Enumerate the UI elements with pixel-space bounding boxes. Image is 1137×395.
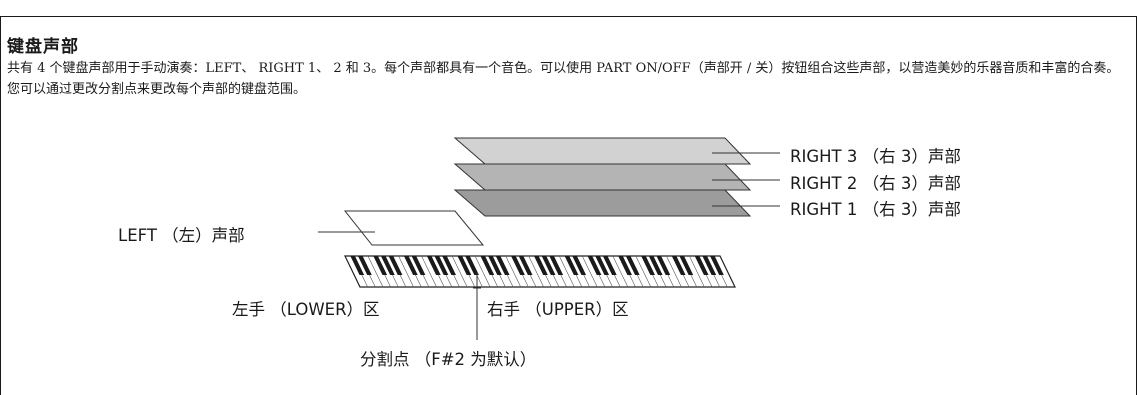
black-key	[641, 256, 655, 275]
right1-layer	[453, 189, 752, 217]
black-key	[694, 256, 709, 275]
right3-label: RIGHT 3 （右 3）声部	[790, 147, 961, 166]
section-description: 共有 4 个键盘声部用于手动演奏：LEFT、 RIGHT 1、 2 和 3。每个…	[7, 61, 1120, 97]
keyboard	[344, 255, 736, 288]
white-key-divider	[451, 255, 468, 288]
black-key	[403, 256, 418, 275]
left-label: LEFT （左）声部	[118, 226, 245, 245]
white-key-divider	[612, 255, 629, 288]
black-key	[457, 256, 472, 275]
black-key	[671, 256, 686, 275]
black-key	[679, 256, 694, 275]
black-key	[618, 256, 632, 275]
black-key	[541, 256, 556, 275]
white-key-divider	[474, 255, 491, 288]
section-title: 键盘声部	[7, 37, 79, 57]
left-layer	[343, 210, 485, 246]
white-key-divider	[421, 255, 437, 288]
black-key	[549, 256, 564, 275]
white-key-divider	[666, 255, 682, 288]
right2-label: RIGHT 2 （右 3）声部	[790, 174, 961, 193]
black-key	[534, 256, 548, 275]
black-key	[648, 256, 663, 275]
right1-label: RIGHT 1 （右 3）声部	[790, 200, 961, 219]
black-key	[710, 256, 724, 275]
black-key	[511, 256, 525, 275]
black-key	[495, 256, 510, 275]
white-key-divider	[528, 255, 544, 288]
black-key	[518, 256, 533, 275]
black-key	[564, 256, 579, 275]
white-key-divider	[689, 255, 705, 288]
black-key	[350, 256, 365, 275]
black-key	[488, 256, 502, 275]
black-key	[373, 256, 388, 275]
black-key	[358, 256, 372, 275]
black-key	[480, 256, 495, 275]
white-key-divider	[559, 255, 575, 288]
right2-layer	[453, 163, 752, 191]
black-key	[434, 256, 449, 275]
white-key-divider	[398, 255, 414, 288]
black-key	[656, 256, 671, 275]
black-keys	[350, 256, 724, 275]
black-key	[625, 256, 640, 275]
right3-layer	[453, 137, 752, 165]
black-key	[388, 256, 403, 275]
frame-top-border	[0, 16, 1137, 17]
black-key	[426, 256, 441, 275]
black-key	[702, 256, 717, 275]
lower-zone-label: 左手 （LOWER）区	[232, 300, 380, 319]
black-key	[587, 256, 602, 275]
white-key-divider	[367, 255, 384, 288]
white-key-divider	[505, 255, 521, 288]
upper-zone-label: 右手 （UPPER）区	[487, 300, 629, 319]
black-key	[572, 256, 587, 275]
black-key	[465, 256, 479, 275]
black-key	[380, 256, 395, 275]
frame-left-border	[0, 16, 1, 395]
white-key-divider	[581, 255, 598, 288]
white-key-divider	[635, 255, 652, 288]
split-point-label: 分割点 （F#2 为默认）	[360, 350, 537, 369]
black-key	[602, 256, 617, 275]
black-key	[442, 256, 456, 275]
black-key	[595, 256, 610, 275]
black-key	[411, 256, 426, 275]
